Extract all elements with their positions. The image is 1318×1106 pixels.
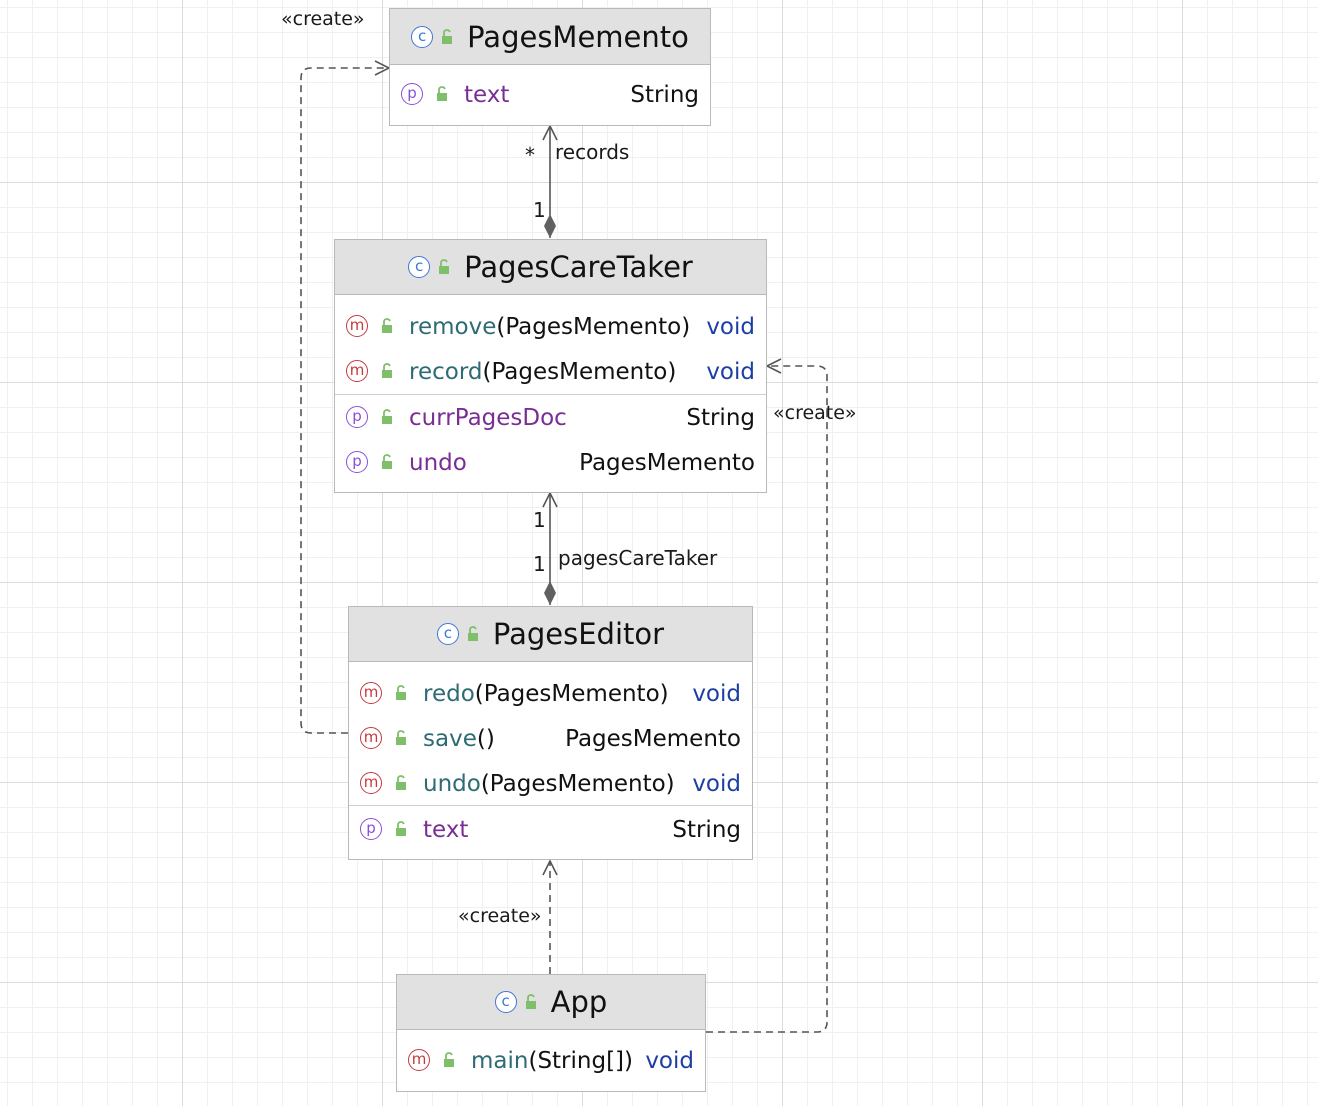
lock-icon bbox=[396, 730, 406, 745]
editor-creates-memento[interactable] bbox=[300, 68, 389, 734]
create-label-memento: «create» bbox=[281, 8, 365, 30]
field-type: String bbox=[672, 816, 741, 843]
method-return: void bbox=[692, 770, 741, 797]
records-source-multiplicity: 1 bbox=[533, 198, 546, 222]
method-row[interactable]: m redo(PagesMemento) void bbox=[349, 671, 752, 716]
lock-icon bbox=[382, 454, 392, 469]
records-label: records bbox=[555, 140, 630, 164]
app-creates-care-taker[interactable] bbox=[706, 366, 828, 1033]
method-icon: m bbox=[346, 315, 368, 337]
care-taker-source-multiplicity: 1 bbox=[533, 552, 546, 576]
method-signature: redo(PagesMemento) bbox=[423, 681, 669, 707]
method-row[interactable]: m undo(PagesMemento) void bbox=[349, 761, 752, 806]
property-icon: p bbox=[401, 83, 423, 105]
create-label-care-taker: «create» bbox=[773, 402, 857, 424]
method-signature: record(PagesMemento) bbox=[409, 359, 676, 385]
field-row[interactable]: p text String bbox=[349, 807, 752, 852]
field-type: PagesMemento bbox=[579, 449, 755, 476]
class-header: c App bbox=[397, 975, 705, 1030]
lock-icon bbox=[444, 1052, 454, 1067]
care-taker-target-multiplicity: 1 bbox=[533, 508, 546, 532]
method-name: save bbox=[423, 725, 477, 752]
method-row[interactable]: m main(String[]) void bbox=[397, 1038, 705, 1083]
section-divider bbox=[335, 394, 766, 395]
lock-icon bbox=[396, 775, 406, 790]
method-return: void bbox=[706, 358, 755, 385]
method-icon: m bbox=[360, 727, 382, 749]
method-return: void bbox=[692, 680, 741, 707]
class-name: PagesCareTaker bbox=[464, 250, 693, 284]
class-pages-editor[interactable]: c PagesEditor m redo(PagesMemento) void … bbox=[348, 606, 753, 860]
field-type: String bbox=[686, 404, 755, 431]
method-icon: m bbox=[360, 772, 382, 794]
method-signature: undo(PagesMemento) bbox=[423, 771, 675, 797]
field-row[interactable]: p undo PagesMemento bbox=[335, 440, 766, 485]
method-params: (PagesMemento) bbox=[480, 770, 675, 797]
method-signature: save() bbox=[423, 726, 495, 752]
method-icon: m bbox=[360, 682, 382, 704]
method-name: remove bbox=[409, 313, 497, 340]
class-name: PagesEditor bbox=[492, 617, 665, 651]
section-divider bbox=[349, 805, 752, 806]
lock-icon bbox=[525, 994, 536, 1009]
lock-icon bbox=[437, 86, 447, 101]
method-params: (PagesMemento) bbox=[496, 313, 691, 340]
method-params: (String[]) bbox=[528, 1047, 634, 1074]
field-type: String bbox=[630, 81, 699, 108]
method-return: void bbox=[706, 313, 755, 340]
lock-icon bbox=[396, 685, 406, 700]
method-params: (PagesMemento) bbox=[474, 680, 669, 707]
lock-icon bbox=[396, 821, 406, 836]
method-row[interactable]: m record(PagesMemento) void bbox=[335, 349, 766, 394]
class-header: c PagesMemento bbox=[390, 9, 710, 65]
lock-icon bbox=[382, 363, 392, 378]
field-name: text bbox=[423, 816, 469, 843]
records-target-multiplicity: * bbox=[525, 143, 535, 167]
field-name: undo bbox=[409, 449, 467, 476]
method-return: PagesMemento bbox=[565, 725, 741, 752]
care-taker-composition-diamond bbox=[544, 581, 556, 605]
method-row[interactable]: m remove(PagesMemento) void bbox=[335, 304, 766, 349]
class-app[interactable]: c App m main(String[]) void bbox=[396, 974, 706, 1092]
method-name: record bbox=[409, 358, 483, 385]
lock-icon bbox=[442, 28, 453, 44]
class-header: c PagesEditor bbox=[349, 607, 752, 662]
class-header: c PagesCareTaker bbox=[335, 240, 766, 295]
class-icon: c bbox=[436, 623, 459, 645]
class-name: App bbox=[550, 985, 608, 1019]
class-pages-memento[interactable]: c PagesMemento p text String bbox=[389, 8, 711, 126]
class-pages-care-taker[interactable]: c PagesCareTaker m remove(PagesMemento) … bbox=[334, 239, 767, 493]
method-name: undo bbox=[423, 770, 481, 797]
create-label-editor: «create» bbox=[458, 905, 542, 927]
method-signature: main(String[]) bbox=[471, 1048, 633, 1074]
method-return: void bbox=[645, 1047, 694, 1074]
method-signature: remove(PagesMemento) bbox=[409, 314, 690, 340]
method-row[interactable]: m save() PagesMemento bbox=[349, 716, 752, 761]
property-icon: p bbox=[346, 406, 368, 428]
method-name: redo bbox=[423, 680, 475, 707]
class-name: PagesMemento bbox=[467, 19, 689, 54]
lock-icon bbox=[467, 626, 478, 641]
field-row[interactable]: p text String bbox=[390, 72, 710, 117]
method-icon: m bbox=[346, 360, 368, 382]
lock-icon bbox=[439, 259, 450, 274]
lock-icon bbox=[382, 318, 392, 333]
field-row[interactable]: p currPagesDoc String bbox=[335, 395, 766, 440]
class-icon: c bbox=[408, 256, 431, 278]
property-icon: p bbox=[346, 451, 368, 473]
field-name: currPagesDoc bbox=[409, 404, 567, 431]
class-icon: c bbox=[494, 991, 517, 1013]
method-params: (PagesMemento) bbox=[482, 358, 677, 385]
lock-icon bbox=[382, 409, 392, 424]
method-icon: m bbox=[408, 1049, 430, 1071]
care-taker-label: pagesCareTaker bbox=[558, 546, 718, 570]
class-icon: c bbox=[411, 25, 434, 48]
records-composition-diamond bbox=[544, 214, 556, 238]
method-params: () bbox=[476, 725, 495, 752]
field-name: text bbox=[464, 81, 510, 108]
property-icon: p bbox=[360, 818, 382, 840]
method-name: main bbox=[471, 1047, 529, 1074]
